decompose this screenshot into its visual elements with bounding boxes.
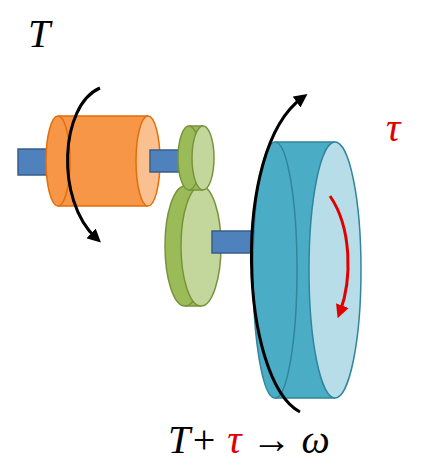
equation-term: → ω bbox=[252, 420, 330, 460]
load-torque-symbol: τ bbox=[386, 108, 400, 148]
load-wheel bbox=[253, 142, 361, 398]
motor-torque-arrow bbox=[68, 88, 100, 238]
wheel-rotation-arrow bbox=[251, 98, 302, 412]
equation-term: τ bbox=[227, 420, 241, 460]
load-torque-arrow bbox=[330, 196, 348, 312]
motor-cylinder bbox=[46, 116, 160, 206]
gear-shaft bbox=[150, 150, 182, 172]
equation-row: T+τ → ω bbox=[168, 420, 330, 460]
equation-term: T+ bbox=[168, 420, 217, 460]
small-gear bbox=[178, 126, 214, 190]
motor-torque-symbol: T bbox=[28, 14, 50, 54]
